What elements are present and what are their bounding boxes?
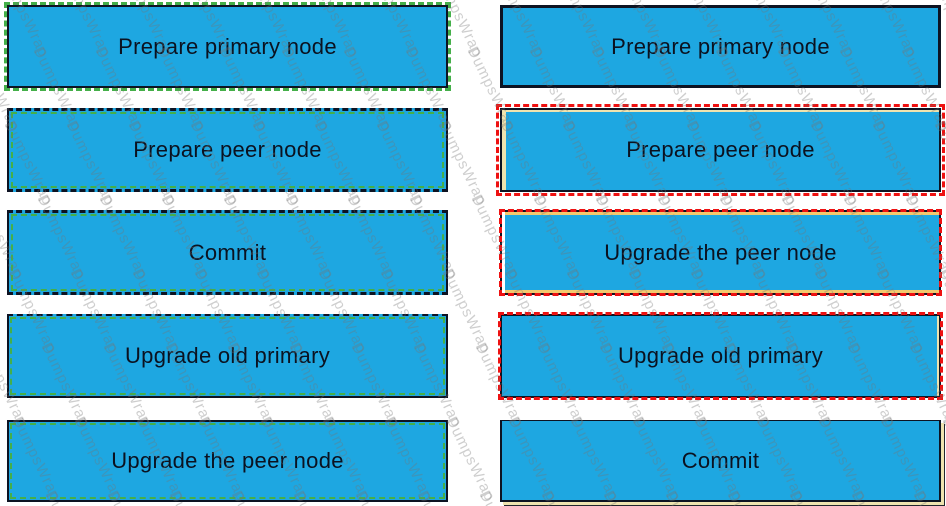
right-box-label-5: Commit: [681, 447, 760, 473]
left-box-label-1: Prepare primary node: [118, 33, 337, 59]
watermark-text: DumpsWrap: [0, 414, 3, 505]
left-box-commit[interactable]: Commit: [7, 210, 448, 295]
right-box-prepare-peer-node[interactable]: Prepare peer node: [496, 104, 945, 196]
left-box-label-3: Commit: [188, 239, 267, 265]
right-box-label-2: Prepare peer node: [626, 137, 815, 162]
right-box-label-3: Upgrade the peer node: [604, 239, 837, 265]
right-box-label-4: Upgrade old primary: [617, 343, 823, 368]
right-box-label-1: Prepare primary node: [611, 33, 830, 59]
left-box-prepare-primary-node[interactable]: Prepare primary node: [4, 2, 451, 91]
left-box-upgrade-the-peer-node[interactable]: Upgrade the peer node: [7, 420, 448, 502]
left-box-label-5: Upgrade the peer node: [111, 448, 344, 473]
left-box-upgrade-old-primary[interactable]: Upgrade old primary: [7, 314, 448, 398]
watermark-text: DumpsWrap: [442, 414, 499, 505]
right-box-prepare-primary-node[interactable]: Prepare primary node: [500, 5, 941, 88]
right-box-commit[interactable]: Commit: [500, 420, 941, 502]
left-box-label-2: Prepare peer node: [133, 137, 322, 162]
left-box-prepare-peer-node[interactable]: Prepare peer node: [7, 108, 448, 192]
left-box-label-4: Upgrade old primary: [124, 343, 330, 368]
right-box-upgrade-old-primary[interactable]: Upgrade old primary: [498, 312, 943, 400]
right-box-upgrade-the-peer-node[interactable]: Upgrade the peer node: [499, 209, 942, 296]
